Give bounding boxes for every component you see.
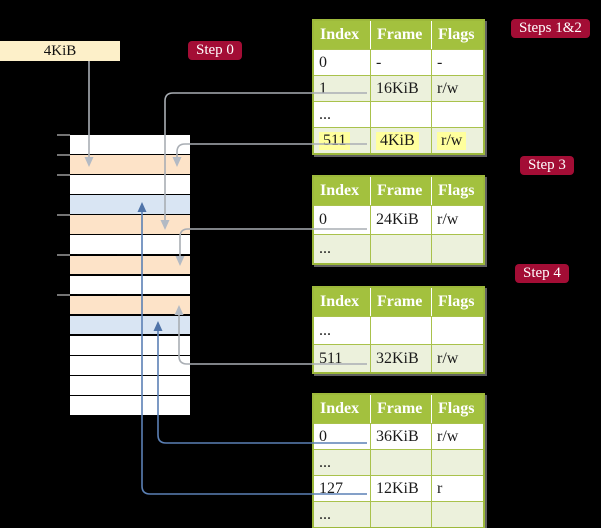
cell-flags — [431, 450, 483, 475]
cell-frame — [370, 235, 431, 263]
cell-flags: r — [431, 476, 483, 501]
table-row: 127 12KiB r — [314, 475, 483, 501]
frame-size-label: 4KiB — [0, 41, 120, 61]
memory-row-6-peach — [70, 255, 190, 275]
cell-flags — [431, 102, 483, 127]
cell-index: ... — [319, 105, 331, 123]
memory-row-4-peach — [70, 215, 190, 234]
cell-flags — [431, 502, 483, 527]
table-header: Index Frame Flags — [314, 21, 483, 49]
cell-frame: 16KiB — [370, 76, 431, 101]
cell-frame — [370, 502, 431, 527]
memory-row-2-white — [70, 175, 190, 194]
badge-step-0: Step 0 — [188, 41, 242, 60]
memory-row-7-white — [70, 275, 190, 295]
cell-frame: 36KiB — [370, 424, 431, 449]
column-header-index: Index — [320, 26, 360, 43]
table-row: ... — [314, 234, 483, 263]
cell-index: 0 — [319, 53, 327, 71]
column-header-frame: Frame — [370, 21, 431, 49]
cell-frame: - — [370, 50, 431, 75]
table-header: Index Frame Flags — [314, 288, 483, 316]
highlight: r/w — [437, 131, 467, 150]
table-row: 0 36KiB r/w — [314, 423, 483, 449]
cell-flags: r/w — [431, 76, 483, 101]
cell-flags — [431, 235, 483, 263]
column-header-frame: Frame — [370, 177, 431, 205]
memory-row-1-peach — [70, 155, 190, 174]
memory-row-11-white — [70, 356, 190, 375]
column-header-flags: Flags — [431, 21, 483, 49]
badge-step-4: Step 4 — [515, 264, 569, 283]
cell-index: 0 — [319, 427, 327, 445]
table-row: 0 - - — [314, 49, 483, 75]
highlight: 511 — [319, 131, 351, 150]
cell-flags — [431, 317, 483, 344]
cell-index: 511 — [319, 349, 343, 367]
cell-frame — [370, 317, 431, 344]
column-header-flags: Flags — [431, 177, 483, 205]
cell-flags: r/w — [431, 424, 483, 449]
cell-flags: r/w — [431, 128, 483, 153]
memory-tick-marks — [57, 134, 70, 296]
column-header-frame: Frame — [370, 395, 431, 423]
cell-index: 0 — [319, 211, 327, 228]
memory-row-5-white — [70, 235, 190, 255]
badge-step-3: Step 3 — [520, 156, 574, 175]
cell-index: 1 — [319, 79, 327, 97]
table-header: Index Frame Flags — [314, 395, 483, 423]
badge-steps-1-2: Steps 1&2 — [511, 19, 590, 38]
table-row: 511 32KiB r/w — [314, 344, 483, 372]
cell-frame — [370, 450, 431, 475]
page-table-step-3: Index Frame Flags 0 24KiB r/w ... — [312, 175, 485, 265]
highlight: 4KiB — [376, 131, 419, 150]
memory-row-10-white — [70, 335, 190, 355]
table-row: 1 16KiB r/w — [314, 75, 483, 101]
memory-row-3-blue — [70, 195, 190, 214]
physical-memory-stack — [70, 135, 190, 415]
cell-frame: 4KiB — [370, 128, 431, 153]
cell-index: 127 — [319, 479, 343, 497]
cell-index: 511 — [314, 128, 370, 153]
cell-index: ... — [319, 453, 331, 471]
table-row: ... — [314, 449, 483, 475]
cell-flags: - — [431, 50, 483, 75]
memory-row-9-blue — [70, 315, 190, 335]
memory-row-13-white — [70, 396, 190, 415]
column-header-index: Index — [320, 400, 360, 417]
column-header-index: Index — [320, 182, 360, 199]
page-table-final: Index Frame Flags 0 36KiB r/w ... 127 12… — [312, 393, 485, 528]
memory-row-12-white — [70, 376, 190, 395]
table-row: ... — [314, 316, 483, 344]
memory-row-0-white — [70, 135, 190, 154]
table-row: ... — [314, 101, 483, 127]
page-table-steps-1-2: Index Frame Flags 0 - - 1 16KiB r/w ... … — [312, 19, 485, 155]
column-header-frame: Frame — [370, 288, 431, 316]
column-header-flags: Flags — [431, 288, 483, 316]
cell-flags: r/w — [431, 345, 483, 372]
memory-row-8-peach — [70, 295, 190, 315]
cell-index: ... — [319, 505, 331, 523]
table-row: ... — [314, 501, 483, 527]
cell-frame: 32KiB — [370, 345, 431, 372]
cell-flags: r/w — [431, 206, 483, 234]
table-header: Index Frame Flags — [314, 177, 483, 205]
table-row-highlighted: 511 4KiB r/w — [314, 127, 483, 153]
column-header-index: Index — [320, 293, 360, 310]
cell-index: ... — [319, 240, 331, 257]
table-row: 0 24KiB r/w — [314, 205, 483, 234]
page-table-step-4: Index Frame Flags ... 511 32KiB r/w — [312, 286, 485, 374]
cell-frame: 24KiB — [370, 206, 431, 234]
cell-frame — [370, 102, 431, 127]
cell-index: ... — [319, 321, 331, 339]
column-header-flags: Flags — [431, 395, 483, 423]
cell-frame: 12KiB — [370, 476, 431, 501]
